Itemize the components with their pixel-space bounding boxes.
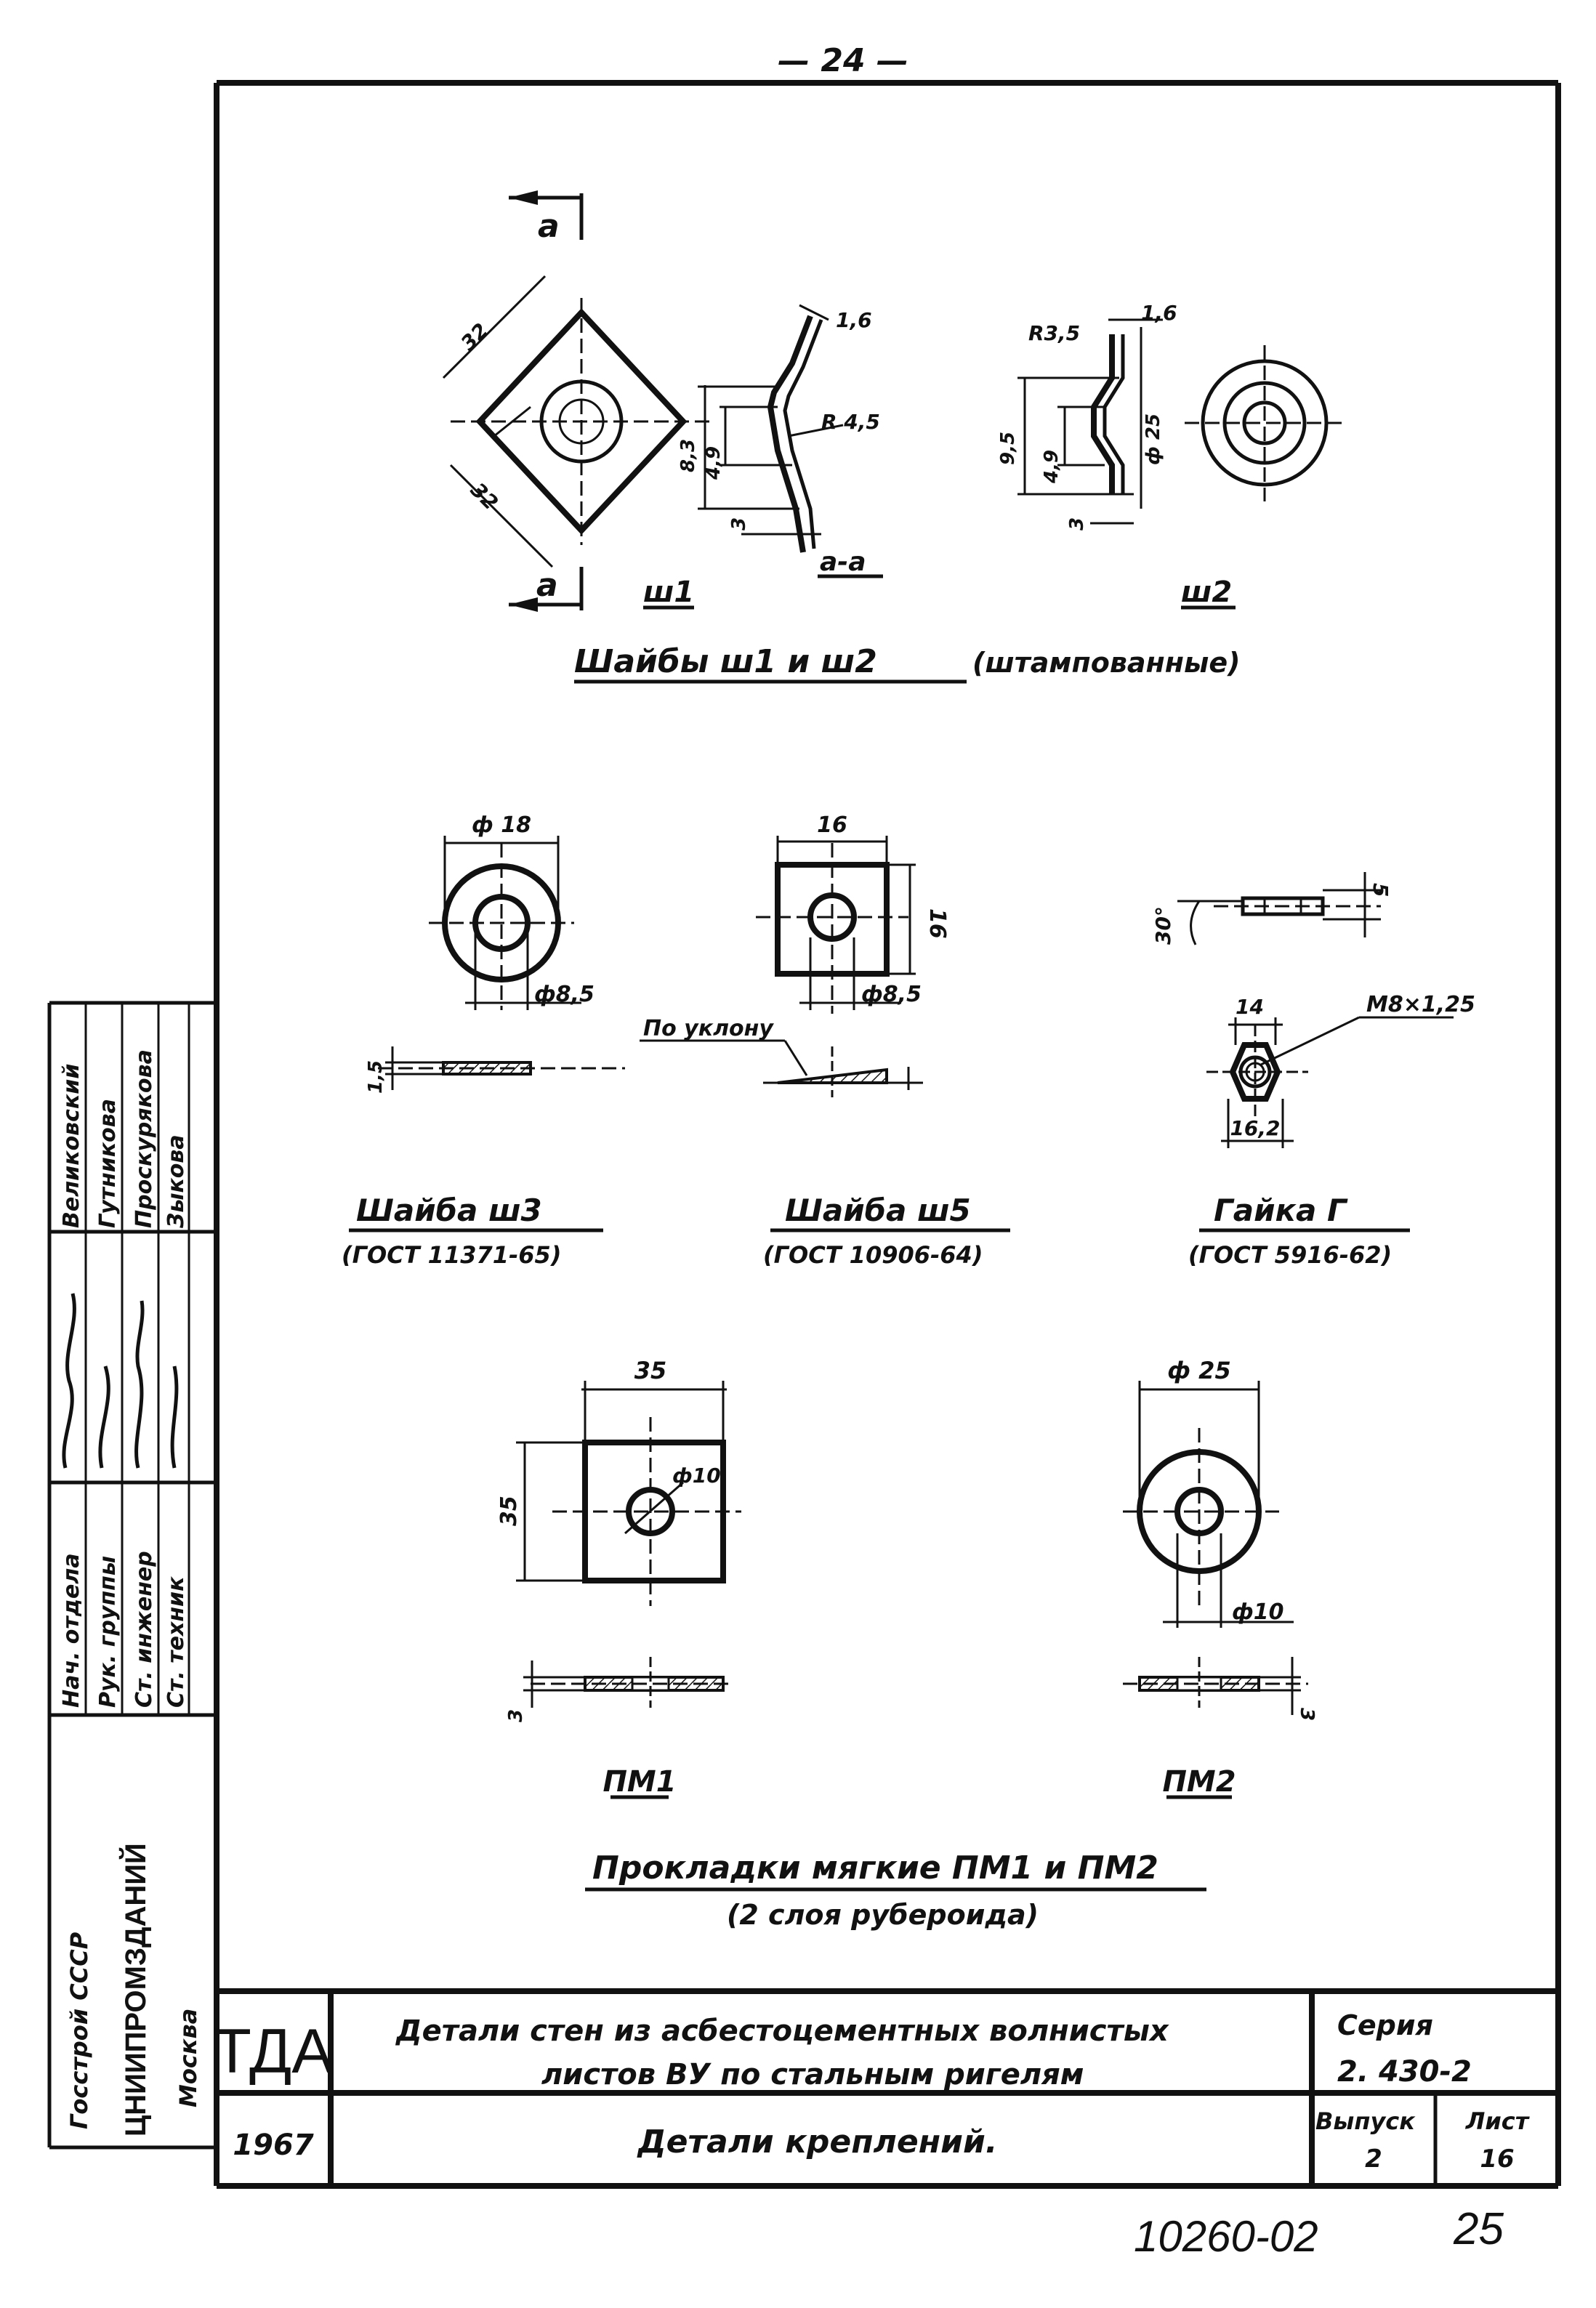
dim-w3-inner: ф8,5 xyxy=(534,982,595,1007)
dim-w5-inner: ф8,5 xyxy=(861,982,922,1007)
washer-w3-plan: ф 18 ф8,5 xyxy=(429,812,595,1010)
caption-w1-w2-note: (штампованные) xyxy=(972,647,1241,679)
dim-w1-bottom: 3 xyxy=(728,517,750,530)
stamp-role-4: Ст. техник xyxy=(164,1576,189,1708)
dim-w3-thick: 1,5 xyxy=(365,1060,387,1094)
archive-number: 10260-02 xyxy=(1134,2212,1318,2261)
dim-nut-flat: 14 xyxy=(1236,995,1264,1019)
stamp-name-1: Великовский xyxy=(59,1064,84,1228)
nut-side: 30° 5 xyxy=(1151,872,1393,945)
stamp-role-1: Нач. отдела xyxy=(59,1553,84,1708)
stamp-institute: ЦНИИПРОМЗДАНИЙ xyxy=(118,1843,152,2136)
gost-nut: (ГОСТ 5916-62) xyxy=(1188,1241,1392,1269)
year: 1967 xyxy=(233,2129,313,2162)
label-w1: ш1 xyxy=(643,576,694,609)
dim-pm1-hole: ф10 xyxy=(672,1464,721,1488)
issue-value: 2 xyxy=(1365,2144,1382,2174)
dim-pm2-thick: 3 xyxy=(1296,1708,1318,1721)
caption-w1-w2: Шайбы ш1 и ш2 xyxy=(574,643,877,680)
dim-pm2-hole: ф10 xyxy=(1232,1599,1284,1625)
dim-w1-radius: R 4,5 xyxy=(821,410,880,434)
dim-w3-outer: ф 18 xyxy=(472,812,531,838)
dim-w1-side-b: 32 xyxy=(466,477,503,515)
dim-nut-angle: 30° xyxy=(1151,906,1175,945)
dim-nut-across: 16,2 xyxy=(1230,1116,1280,1140)
subtitle: Детали креплений. xyxy=(636,2123,997,2160)
dim-w1-h1: 8,3 xyxy=(677,439,699,472)
section-mark-top: a xyxy=(509,190,584,245)
gost-w3: (ГОСТ 11371-65) xyxy=(342,1241,561,1269)
title-w5: Шайба ш5 xyxy=(785,1193,971,1228)
washer-w1-section: 1,6 R 4,5 8,3 4,9 3 a-a xyxy=(677,304,883,578)
dim-nut-height: 5 xyxy=(1369,883,1393,897)
pad-pm2-plan: ф 25 ф10 xyxy=(1123,1357,1294,1628)
stamp-role-3: Ст. инженер xyxy=(132,1551,157,1708)
washer-w2-plan xyxy=(1185,345,1345,501)
dim-w2-h1: 9,5 xyxy=(997,432,1019,465)
dim-w2-h2: 4,9 xyxy=(1041,450,1063,484)
drawing-frame xyxy=(214,80,1561,2189)
pads-note: (2 слоя рубероида) xyxy=(727,1899,1039,1931)
label-pm1: ПМ1 xyxy=(602,1765,676,1799)
dim-pm2-outer: ф 25 xyxy=(1167,1357,1230,1384)
dim-w1-h2: 4,9 xyxy=(703,446,725,480)
pads-caption: Прокладки мягкие ПМ1 и ПМ2 xyxy=(592,1849,1158,1887)
section-mark-bottom-label: a xyxy=(536,567,558,604)
dim-pm1-width: 35 xyxy=(634,1357,667,1384)
stamp-role-2: Рук. группы xyxy=(95,1556,121,1708)
washer-w2-section: R3,5 1,6 9,5 4,9 ф 25 3 xyxy=(997,301,1177,530)
w5-slope-label: По уклону xyxy=(643,1016,774,1041)
dim-w5-height: 16 xyxy=(924,908,950,939)
stamp-name-4: Зыкова xyxy=(164,1134,189,1229)
dim-w2-bottom: 3 xyxy=(1066,517,1088,530)
dim-w1-side-a: 32 xyxy=(456,318,493,355)
series-value: 2. 430-2 xyxy=(1337,2055,1472,2089)
section-mark-bottom: a xyxy=(509,567,584,612)
stamp-org: Госстрой СССР xyxy=(65,1932,93,2129)
dim-nut-thread: М8×1,25 xyxy=(1366,992,1475,1017)
label-w2: ш2 xyxy=(1181,576,1232,609)
issue-label: Выпуск xyxy=(1315,2107,1416,2135)
nut-plan: 14 М8×1,25 16,2 xyxy=(1206,992,1475,1148)
section-a-a-label: a-a xyxy=(820,547,866,577)
title-line1: Детали стен из асбестоцементных волнисты… xyxy=(395,2014,1169,2048)
pad-pm2-side: 3 xyxy=(1123,1657,1318,1721)
pad-pm1-plan: 35 35 ф10 xyxy=(496,1357,741,1606)
sheet-value: 16 xyxy=(1480,2144,1514,2174)
washer-w3-side: 1,5 xyxy=(365,1046,625,1094)
dim-w2-radius: R3,5 xyxy=(1028,321,1080,345)
side-stamp xyxy=(47,1001,217,2150)
sheet-label: Лист xyxy=(1465,2107,1531,2135)
archive-page: 25 xyxy=(1453,2204,1504,2254)
dim-pm1-height: 35 xyxy=(496,1496,522,1526)
dim-pm1-thick: 3 xyxy=(505,1709,527,1722)
dim-w5-width: 16 xyxy=(817,812,847,838)
stamp-name-3: Проскурякова xyxy=(132,1049,157,1228)
pad-pm1-side: 3 xyxy=(505,1657,734,1722)
washer-w5-plan: 16 16 ф8,5 xyxy=(756,812,950,1014)
washer-w1-plan: 32 32 xyxy=(442,275,712,568)
section-mark-top-label: a xyxy=(538,208,560,245)
title-nut: Гайка Г xyxy=(1214,1193,1348,1228)
title-block xyxy=(217,1988,1558,2186)
label-pm2: ПМ2 xyxy=(1162,1765,1236,1799)
title-line2: листов ВУ по стальным ригелям xyxy=(541,2058,1084,2091)
org-logo: ТДА xyxy=(213,2017,334,2086)
washer-w5-side: По уклону xyxy=(640,1016,923,1097)
gost-w5: (ГОСТ 10906-64) xyxy=(763,1241,983,1269)
dim-w2-dia: ф 25 xyxy=(1142,413,1164,465)
stamp-signatures xyxy=(62,1293,179,1469)
stamp-city: Москва xyxy=(174,2009,202,2107)
stamp-name-2: Гутникова xyxy=(95,1099,121,1228)
dim-w2-thickness: 1,6 xyxy=(1141,301,1177,325)
title-w3: Шайба ш3 xyxy=(356,1193,542,1228)
series-label: Серия xyxy=(1337,2009,1433,2041)
page-number: — 24 — xyxy=(778,42,908,79)
dim-w1-thickness: 1,6 xyxy=(836,308,872,332)
